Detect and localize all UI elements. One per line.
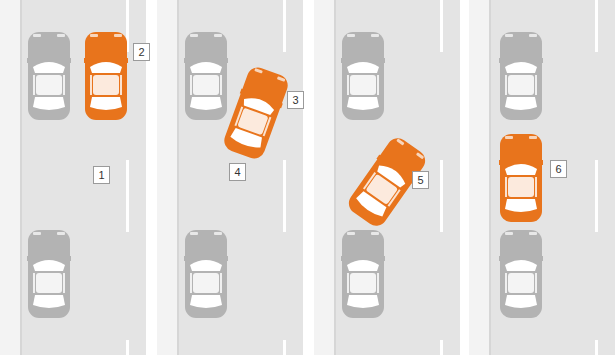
callout-number: 1: [93, 166, 110, 184]
callout-number: 2: [133, 43, 150, 61]
callout-number: 5: [412, 171, 429, 189]
callout-number: 6: [550, 160, 567, 178]
callout-number: 4: [229, 163, 246, 181]
callout-number: 3: [287, 91, 304, 109]
